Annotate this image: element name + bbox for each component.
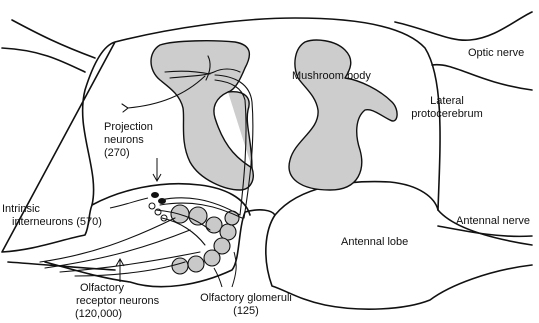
label-glomeruli-line-1: Olfactory glomeruli [186, 292, 306, 305]
upper-left-line-1 [12, 20, 95, 58]
label-projection-line-2: neurons [104, 134, 166, 147]
label-lateral-line-2: protocerebrum [402, 108, 492, 121]
label-lateral-line-1: Lateral [402, 95, 492, 108]
upper-left-line-2 [2, 48, 85, 72]
projection-neurons-arrow [153, 158, 161, 181]
label-olfactory-receptor-neurons: Olfactory receptor neurons (120,000) [70, 282, 159, 321]
label-intrinsic-line-1: Intrinsic [2, 203, 102, 216]
label-optic-nerve: Optic nerve [468, 47, 524, 60]
intrinsic-arrow [110, 198, 148, 208]
glomerulus [172, 258, 188, 274]
label-projection-line-3: (270) [104, 147, 166, 160]
optic-nerve-upper-line [395, 12, 532, 40]
label-mushroom-body: Mushroom body [292, 70, 371, 83]
right-antennal-lobe-outline [275, 182, 438, 215]
label-olfactory-glomeruli: Olfactory glomeruli (125) [186, 292, 306, 318]
receptor-fiber-2 [45, 230, 190, 268]
label-intrinsic-line-2: interneurons (570) [2, 216, 102, 229]
label-receptor-line-3: (120,000) [70, 308, 159, 321]
receptor-arrow [116, 259, 124, 282]
label-antennal-lobe: Antennal lobe [341, 236, 408, 249]
label-lateral-protocerebrum: Lateral protocerebrum [402, 95, 492, 121]
mushroom-body-right [289, 40, 397, 190]
label-antennal-nerve: Antennal nerve [456, 215, 530, 228]
label-intrinsic-interneurons: Intrinsic interneurons (570) [2, 203, 102, 229]
label-receptor-line-1: Olfactory [70, 282, 159, 295]
label-projection-neurons: Projection neurons (270) [104, 121, 166, 160]
glomerulus [188, 256, 204, 272]
optic-nerve-lower-line [432, 65, 532, 90]
glomerulus [204, 250, 220, 266]
label-projection-line-1: Projection [104, 121, 166, 134]
interneuron-cells [149, 192, 167, 221]
brain-outline [2, 18, 532, 309]
label-receptor-line-2: receptor neurons [70, 295, 159, 308]
label-glomeruli-line-2: (125) [186, 305, 306, 318]
